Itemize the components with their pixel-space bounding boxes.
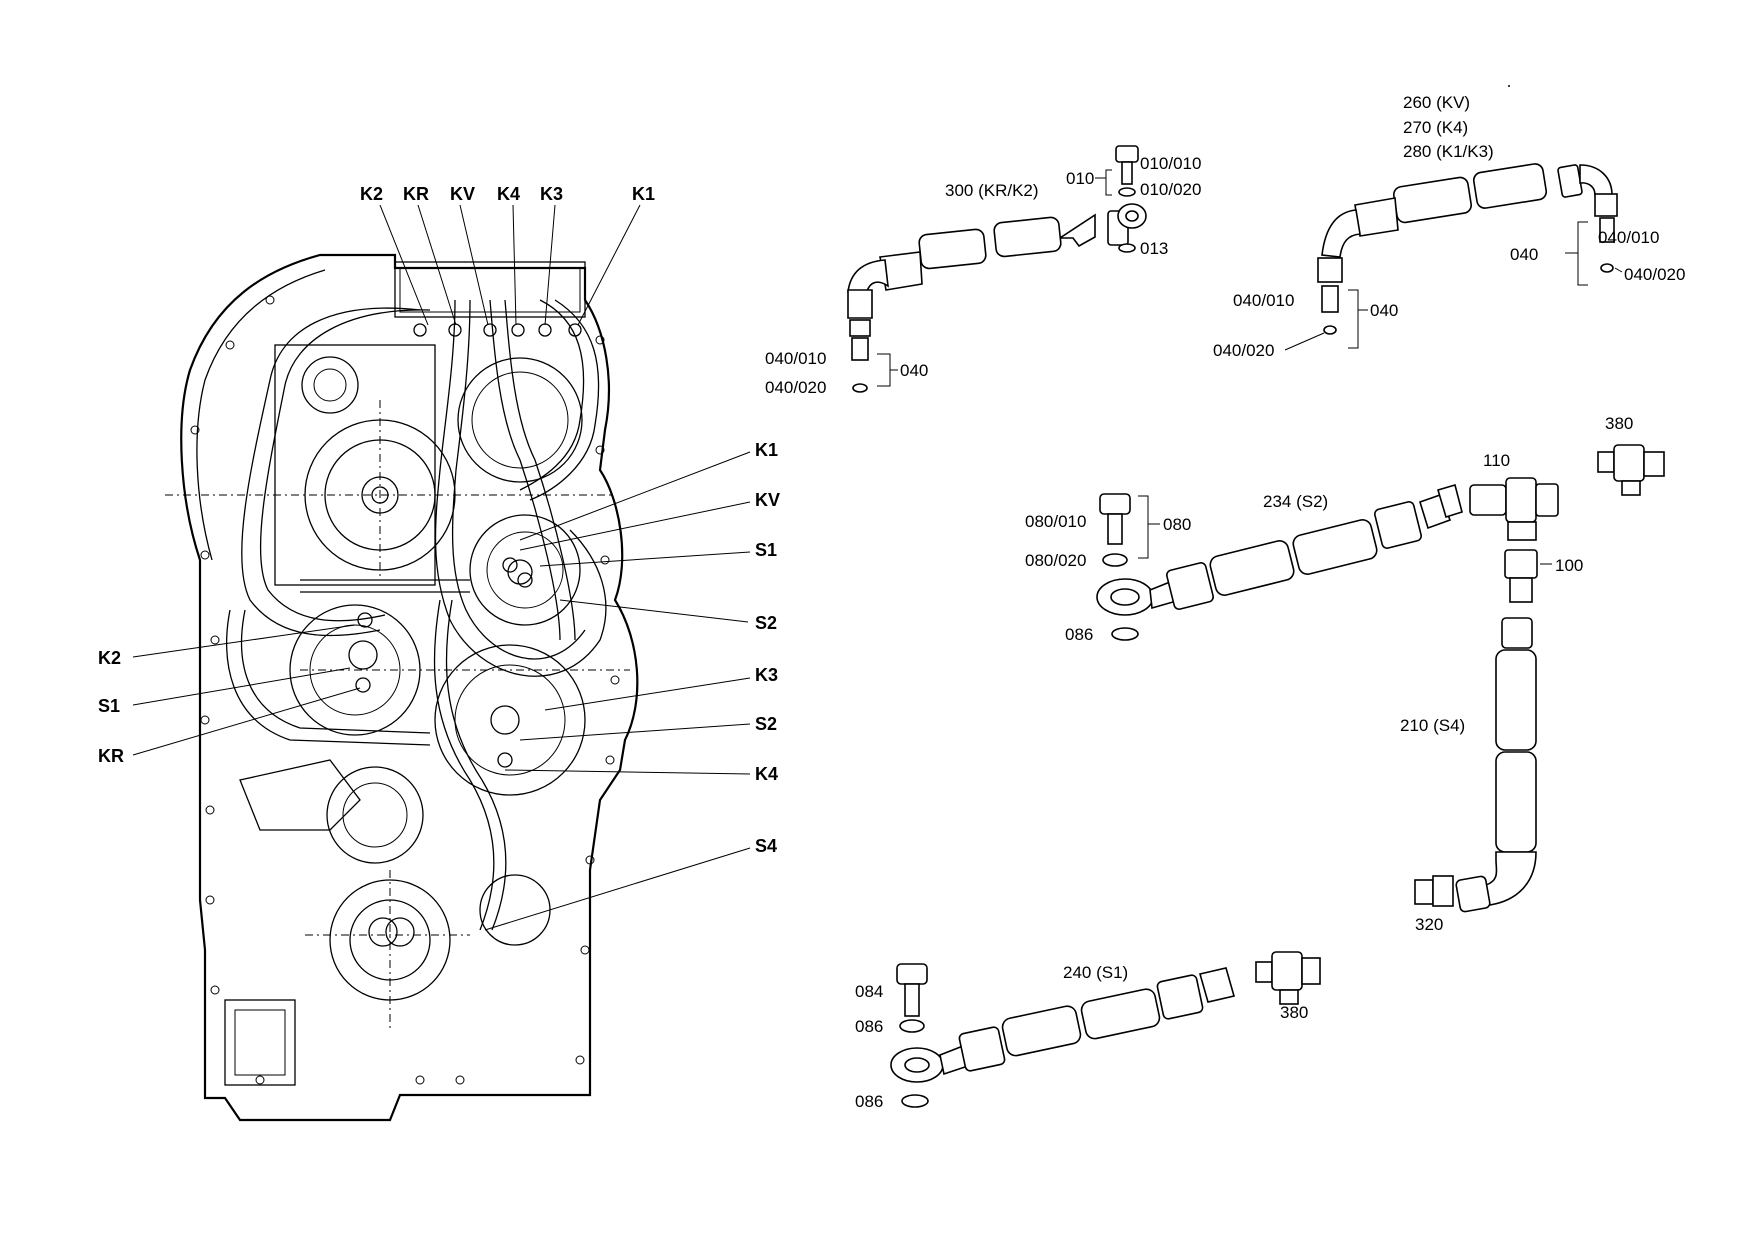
fittings-right-labels: 110 100 380 210 (S4) 320 (1400, 414, 1633, 934)
label-260-left-040-020: 040/020 (1213, 341, 1274, 360)
label-320: 320 (1415, 915, 1443, 934)
label-300-013: 013 (1140, 239, 1168, 258)
label-110: 110 (1483, 451, 1510, 470)
label-260-left-040-010: 040/010 (1233, 291, 1294, 310)
label-100: 100 (1555, 556, 1583, 575)
leader-lines-left (132, 204, 751, 931)
label-300-010-010: 010/010 (1140, 154, 1201, 173)
label-s1-right: S1 (755, 540, 777, 560)
label-s2-right-b: S2 (755, 714, 777, 734)
label-270: 270 (K4) (1403, 118, 1468, 137)
label-380-top: 380 (1605, 414, 1633, 433)
label-260-right-040: 040 (1510, 245, 1538, 264)
label-300: 300 (KR/K2) (945, 181, 1039, 200)
hose-260-assembly (1317, 163, 1618, 335)
label-086-b: 086 (855, 1017, 883, 1036)
label-kv-right: KV (755, 490, 780, 510)
label-s2-right-a: S2 (755, 613, 777, 633)
label-k4-top: K4 (497, 184, 520, 204)
label-240: 240 (S1) (1063, 963, 1128, 982)
label-080: 080 (1163, 515, 1191, 534)
label-234: 234 (S2) (1263, 492, 1328, 511)
label-300-bracket-010: 010 (1066, 169, 1094, 188)
fittings-right-assembly (1414, 444, 1665, 913)
label-300-010-020: 010/020 (1140, 180, 1201, 199)
label-k2-top: K2 (360, 184, 383, 204)
label-kr-left: KR (98, 746, 124, 766)
callout-labels-left: K2 KR KV K4 K3 K1 K1 KV S1 S2 K3 S2 K4 S… (98, 184, 780, 856)
label-300-040-020: 040/020 (765, 378, 826, 397)
label-k3-right: K3 (755, 665, 778, 685)
label-kv-top: KV (450, 184, 475, 204)
hose-240-assembly (890, 951, 1321, 1108)
label-k1-top: K1 (632, 184, 655, 204)
hose-234-assembly (1096, 483, 1463, 641)
label-260-left-040: 040 (1370, 301, 1398, 320)
hose-240-labels: 240 (S1) 084 086 086 380 (855, 963, 1308, 1111)
label-280: 280 (K1/K3) (1403, 142, 1494, 161)
label-s4-right: S4 (755, 836, 777, 856)
hose-300-labels: 300 (KR/K2) 010 010/010 010/020 013 040 … (765, 154, 1201, 397)
label-380-bottom: 380 (1280, 1003, 1308, 1022)
label-300-040: 040 (900, 361, 928, 380)
label-k3-top: K3 (540, 184, 563, 204)
label-s1-left: S1 (98, 696, 120, 716)
label-k1-right: K1 (755, 440, 778, 460)
label-084: 084 (855, 982, 883, 1001)
label-300-040-010: 040/010 (765, 349, 826, 368)
label-kr-top: KR (403, 184, 429, 204)
label-086-a: 086 (1065, 625, 1093, 644)
label-080-010: 080/010 (1025, 512, 1086, 531)
hose-234-labels: 234 (S2) 080 080/010 080/020 086 (1025, 492, 1328, 644)
label-k2-left: K2 (98, 648, 121, 668)
hose-300-assembly (847, 145, 1147, 393)
label-k4-right: K4 (755, 764, 778, 784)
label-210: 210 (S4) (1400, 716, 1465, 735)
label-260: 260 (KV) (1403, 93, 1470, 112)
hose-260-labels: 260 (KV) 270 (K4) 280 (K1/K3) 040 040/01… (1213, 93, 1685, 360)
label-260-right-040-020: 040/020 (1624, 265, 1685, 284)
label-080-020: 080/020 (1025, 551, 1086, 570)
label-260-right-040-010: 040/010 (1598, 228, 1659, 247)
label-086-c: 086 (855, 1092, 883, 1111)
